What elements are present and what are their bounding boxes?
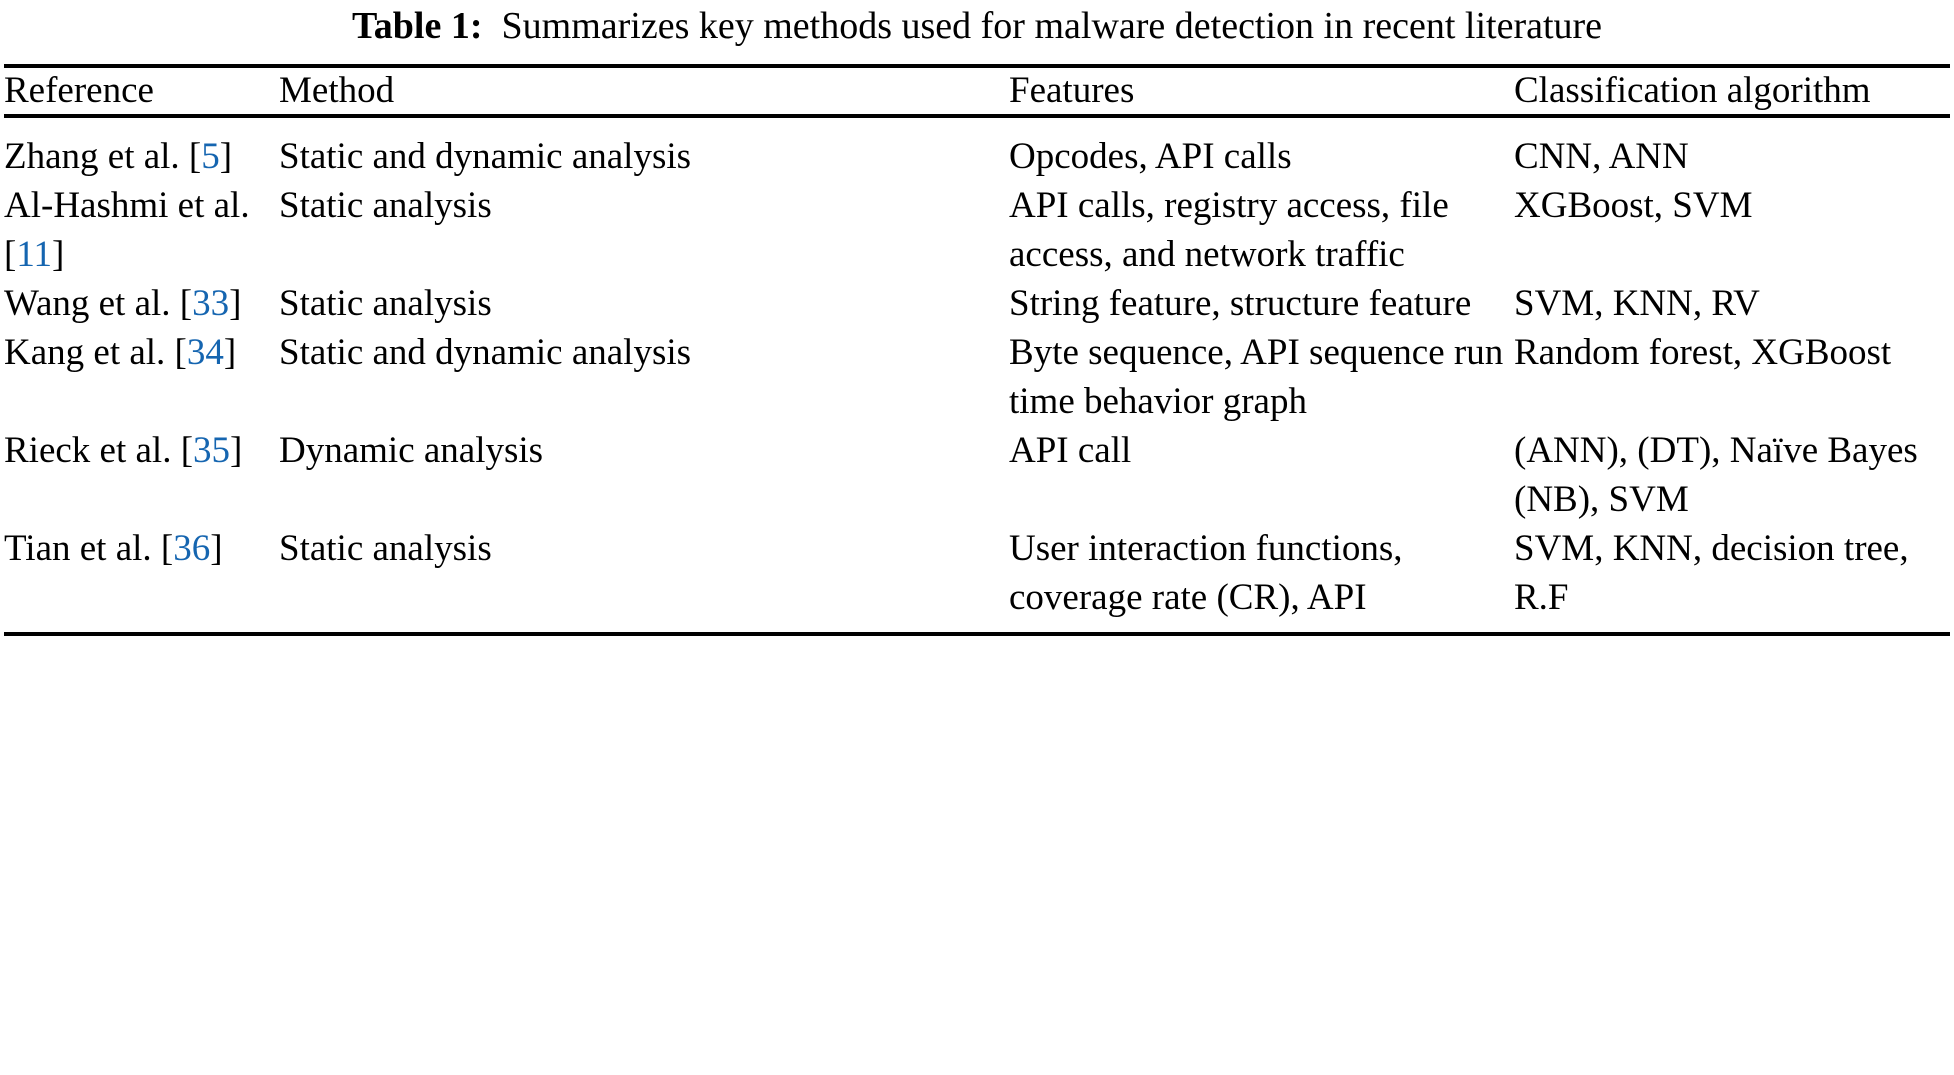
reference-bracket-close: ] <box>230 430 243 471</box>
column-header-method: Method <box>279 70 395 111</box>
cell-features: API call <box>1009 430 1132 471</box>
table-header: Reference Method Features Classification… <box>4 68 1954 114</box>
cell-reference: Tian et al. [36] <box>4 524 279 632</box>
cell-classification: (ANN), (DT), Naïve Bayes (NB), SVM <box>1514 430 1918 520</box>
cell-features: Byte sequence, API sequence run time beh… <box>1009 332 1504 422</box>
table-top-rule <box>4 64 1950 68</box>
reference-bracket-close: ] <box>210 528 223 569</box>
cell-classification: SVM, KNN, decision tree, R.F <box>1514 528 1909 618</box>
table-caption-label: Table 1: <box>351 5 483 47</box>
column-header-features: Features <box>1009 70 1135 111</box>
table-row: Al-Hashmi et al. [11] Static analysis AP… <box>4 181 1954 279</box>
citation-link[interactable]: 33 <box>192 283 230 324</box>
table-row: Tian et al. [36] Static analysis User in… <box>4 524 1954 632</box>
cell-method: Dynamic analysis <box>279 430 544 471</box>
cell-method: Static analysis <box>279 283 492 324</box>
citation-link[interactable]: 5 <box>201 136 220 177</box>
cell-reference: Wang et al. [33] <box>4 279 279 328</box>
cell-method: Static and dynamic analysis <box>279 332 692 373</box>
reference-author: Al-Hashmi et al. [ <box>4 185 250 275</box>
table-row: Rieck et al. [35] Dynamic analysis API c… <box>4 426 1954 524</box>
reference-author: Kang et al. [ <box>4 332 187 373</box>
reference-bracket-close: ] <box>229 283 242 324</box>
cell-reference: Al-Hashmi et al. [11] <box>4 181 279 279</box>
methods-summary-table-body: Zhang et al. [5] Static and dynamic anal… <box>4 118 1954 632</box>
cell-reference: Rieck et al. [35] <box>4 426 279 524</box>
reference-author: Rieck et al. [ <box>4 430 194 471</box>
reference-author: Zhang et al. [ <box>4 136 202 177</box>
column-header-classification-algorithm: Classification algorithm <box>1514 70 1871 111</box>
citation-link[interactable]: 34 <box>186 332 224 373</box>
reference-bracket-close: ] <box>219 136 233 177</box>
reference-bracket-close: ] <box>51 234 65 275</box>
column-header-reference: Reference <box>4 70 154 111</box>
cell-method: Static analysis <box>279 528 492 569</box>
table-body: Zhang et al. [5] Static and dynamic anal… <box>4 118 1954 632</box>
cell-reference: Kang et al. [34] <box>4 328 279 426</box>
cell-classification: XGBoost, SVM <box>1514 185 1753 226</box>
table-row: Wang et al. [33] Static analysis String … <box>4 279 1954 328</box>
reference-author: Wang et al. [ <box>4 283 193 324</box>
cell-method: Static and dynamic analysis <box>279 136 692 177</box>
table-caption: Table 1: Summarizes key methods used for… <box>4 0 1950 64</box>
cell-features: User interaction functions, coverage rat… <box>1009 528 1403 618</box>
cell-classification: CNN, ANN <box>1514 136 1689 177</box>
reference-author: Tian et al. [ <box>4 528 174 569</box>
cell-method: Static analysis <box>279 185 492 226</box>
cell-features: API calls, registry access, file access,… <box>1009 185 1449 275</box>
citation-link[interactable]: 35 <box>193 430 231 471</box>
table-header-rule <box>4 114 1950 118</box>
cell-reference: Zhang et al. [5] <box>4 118 279 181</box>
reference-bracket-close: ] <box>223 332 237 373</box>
table-bottom-rule <box>4 632 1950 636</box>
methods-summary-table: Reference Method Features Classification… <box>4 68 1954 114</box>
citation-link[interactable]: 36 <box>173 528 211 569</box>
cell-features: String feature, structure feature <box>1009 283 1472 324</box>
header-row: Reference Method Features Classification… <box>4 68 1954 114</box>
cell-classification: SVM, KNN, RV <box>1514 283 1760 324</box>
table-caption-text: Summarizes key methods used for malware … <box>501 5 1603 47</box>
cell-features: Opcodes, API calls <box>1009 136 1292 177</box>
citation-link[interactable]: 11 <box>16 234 52 275</box>
cell-classification: Random forest, XGBoost <box>1514 332 1892 373</box>
table-row: Kang et al. [34] Static and dynamic anal… <box>4 328 1954 426</box>
table-row: Zhang et al. [5] Static and dynamic anal… <box>4 118 1954 181</box>
